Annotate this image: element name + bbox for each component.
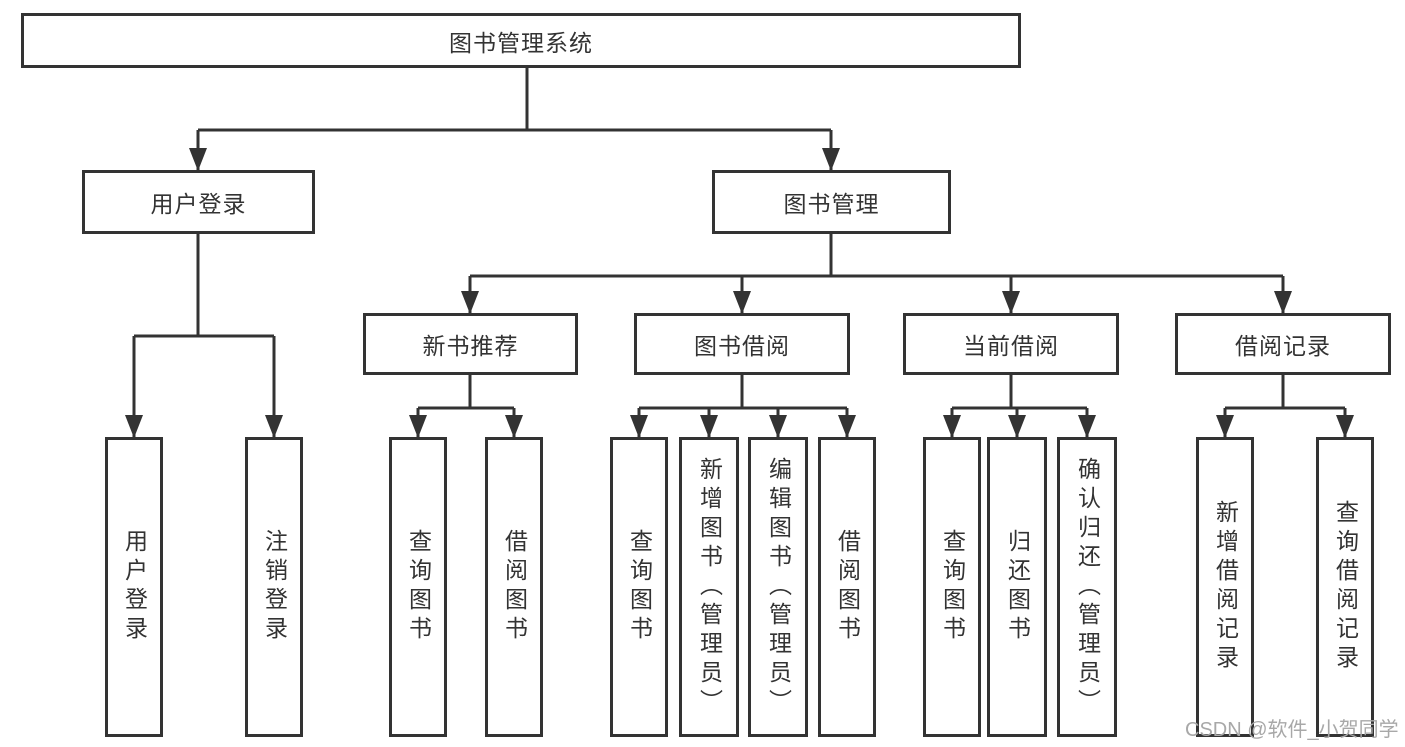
node-new-book-rec-label: 新书推荐 bbox=[422, 333, 519, 359]
node-bb-edit-book-label: 编辑图书（管理员） bbox=[765, 456, 792, 718]
node-bb-add-book-label: 新增图书（管理员） bbox=[696, 456, 723, 718]
node-root-label: 图书管理系统 bbox=[449, 29, 593, 56]
node-bb-query-book-label: 查询图书 bbox=[626, 529, 653, 645]
node-do-login: 用户登录 bbox=[105, 437, 163, 737]
node-bb-borrow-book-label: 借阅图书 bbox=[834, 529, 861, 645]
node-br-add-record: 新增借阅记录 bbox=[1196, 437, 1254, 737]
arrowhead-icon bbox=[769, 415, 787, 438]
node-root: 图书管理系统 bbox=[21, 13, 1021, 68]
arrowhead-icon bbox=[125, 415, 143, 438]
node-bb-edit-book: 编辑图书（管理员） bbox=[748, 437, 808, 737]
arrowhead-icon bbox=[1078, 415, 1096, 438]
node-do-logout-label: 注销登录 bbox=[261, 529, 288, 645]
node-cb-confirm-return: 确认归还（管理员） bbox=[1057, 437, 1117, 737]
arrowhead-icon bbox=[838, 415, 856, 438]
arrowhead-icon bbox=[1216, 415, 1234, 438]
node-bb-borrow-book: 借阅图书 bbox=[818, 437, 876, 737]
arrowhead-icon bbox=[505, 415, 523, 438]
node-book-management: 图书管理 bbox=[712, 170, 951, 234]
node-new-book-rec: 新书推荐 bbox=[363, 313, 578, 375]
node-book-borrow: 图书借阅 bbox=[634, 313, 850, 375]
node-book-borrow-label: 图书借阅 bbox=[694, 333, 790, 359]
node-bb-add-book: 新增图书（管理员） bbox=[679, 437, 739, 737]
arrowhead-icon bbox=[943, 415, 961, 438]
node-br-query-record-label: 查询借阅记录 bbox=[1332, 500, 1359, 674]
node-cb-query-book-label: 查询图书 bbox=[939, 529, 966, 645]
node-do-login-label: 用户登录 bbox=[121, 529, 148, 645]
arrowhead-icon bbox=[1008, 415, 1026, 438]
arrowhead-icon bbox=[1274, 291, 1292, 314]
arrowhead-icon bbox=[265, 415, 283, 438]
arrowhead-icon bbox=[189, 148, 207, 171]
node-br-add-record-label: 新增借阅记录 bbox=[1212, 500, 1239, 674]
arrowhead-icon bbox=[461, 291, 479, 314]
arrowhead-icon bbox=[822, 148, 840, 171]
node-br-query-record: 查询借阅记录 bbox=[1316, 437, 1374, 737]
connector-line-group bbox=[132, 68, 1347, 437]
arrowhead-group bbox=[125, 148, 1354, 438]
node-cb-return-book-label: 归还图书 bbox=[1004, 529, 1031, 645]
node-rec-borrow-book: 借阅图书 bbox=[485, 437, 543, 737]
node-rec-query-book-label: 查询图书 bbox=[405, 529, 432, 645]
node-current-borrow-label: 当前借阅 bbox=[963, 333, 1059, 359]
arrowhead-icon bbox=[1002, 291, 1020, 314]
node-cb-query-book: 查询图书 bbox=[923, 437, 981, 737]
node-user-login-label: 用户登录 bbox=[150, 191, 247, 217]
node-borrow-records: 借阅记录 bbox=[1175, 313, 1391, 375]
node-cb-confirm-return-label: 确认归还（管理员） bbox=[1074, 456, 1101, 718]
arrowhead-icon bbox=[1336, 415, 1354, 438]
node-cb-return-book: 归还图书 bbox=[987, 437, 1047, 737]
node-rec-query-book: 查询图书 bbox=[389, 437, 447, 737]
node-borrow-records-label: 借阅记录 bbox=[1235, 333, 1331, 359]
node-user-login: 用户登录 bbox=[82, 170, 315, 234]
node-bb-query-book: 查询图书 bbox=[610, 437, 668, 737]
arrowhead-icon bbox=[700, 415, 718, 438]
arrowhead-icon bbox=[409, 415, 427, 438]
node-book-management-label: 图书管理 bbox=[783, 191, 880, 217]
arrowhead-icon bbox=[630, 415, 648, 438]
node-rec-borrow-book-label: 借阅图书 bbox=[501, 529, 528, 645]
node-do-logout: 注销登录 bbox=[245, 437, 303, 737]
node-current-borrow: 当前借阅 bbox=[903, 313, 1119, 375]
arrowhead-icon bbox=[733, 291, 751, 314]
csdn-watermark: CSDN @软件_小贺同学 bbox=[1185, 719, 1399, 741]
